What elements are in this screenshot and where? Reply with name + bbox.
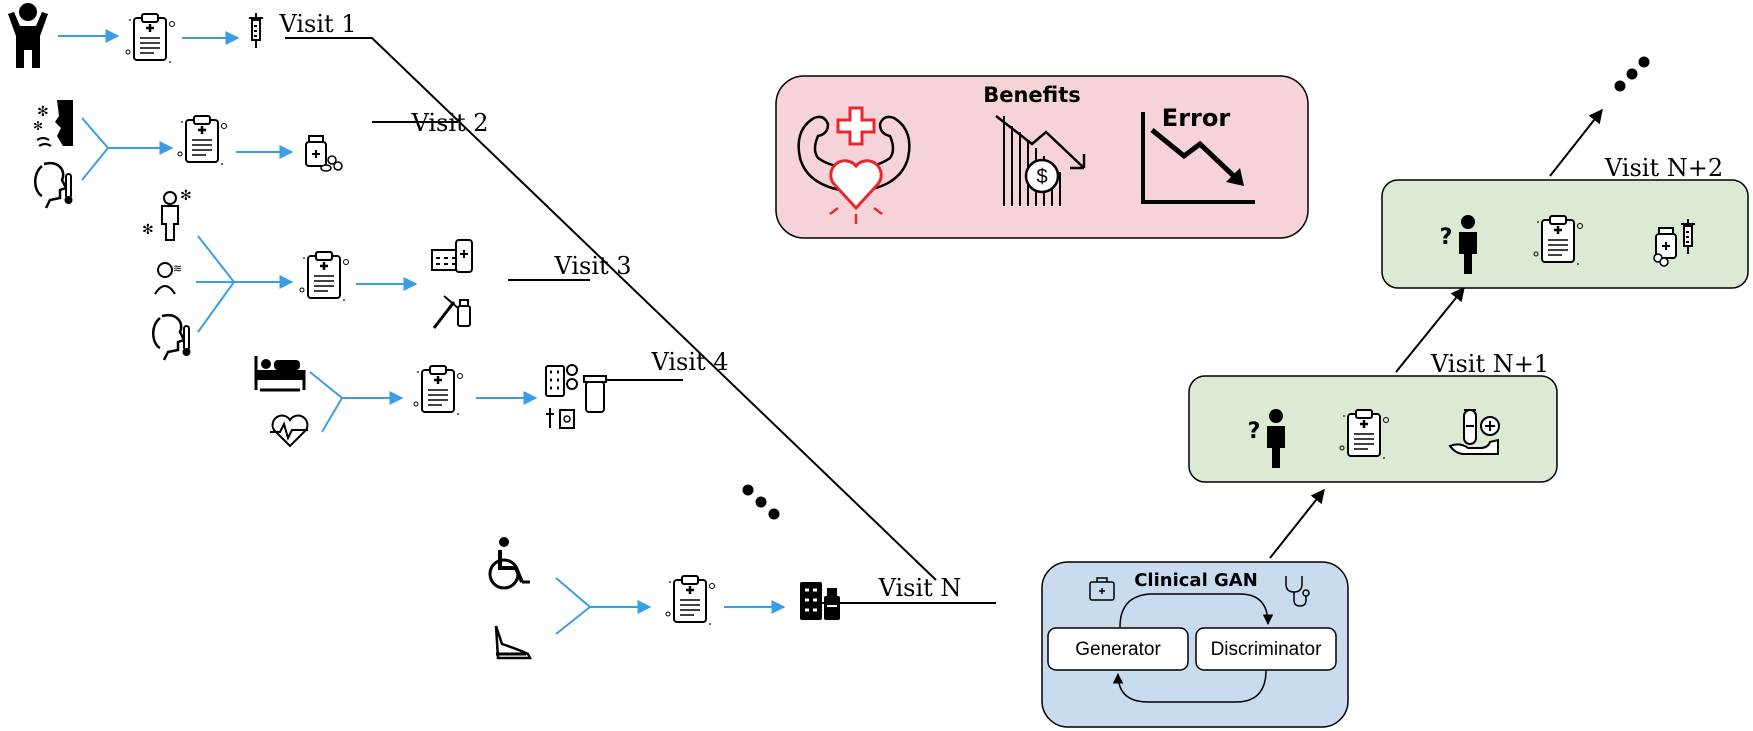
child-icon <box>8 3 48 68</box>
visit-1-row <box>8 3 264 68</box>
hospital-bed-icon <box>254 356 306 392</box>
visit-2-row: ✻ ✻ <box>33 100 343 210</box>
discriminator-label: Discriminator <box>1211 639 1323 660</box>
visit-n-label: Visit N <box>878 574 962 602</box>
benefits-title: Benefits <box>983 83 1081 107</box>
visit-n2-label: Visit N+2 <box>1604 154 1723 182</box>
wheelchair-icon <box>488 537 530 590</box>
svg-text:✻: ✻ <box>142 221 154 237</box>
unknown-patient-icon: ? <box>1440 215 1477 274</box>
injection-icon <box>432 295 471 329</box>
shoe-icon <box>494 625 533 660</box>
cough-icon: ≋ <box>154 262 182 295</box>
medical-bag-icon <box>1089 577 1115 601</box>
lab-test-icon <box>1448 409 1500 455</box>
svg-text:✻: ✻ <box>180 187 192 203</box>
visit-4-row <box>254 356 607 448</box>
visit-n-row <box>488 537 840 660</box>
svg-text:✻: ✻ <box>33 119 43 133</box>
visit-3-row: ✻ ✻ ≋ <box>142 187 473 362</box>
heartbeat-icon <box>270 414 309 448</box>
svg-text:✻: ✻ <box>37 103 49 119</box>
medicine-icon <box>305 135 343 172</box>
visit-n2-panel: ? <box>1381 179 1749 289</box>
medication-box-icon <box>431 239 473 273</box>
continuation-dots <box>1614 56 1650 92</box>
visit-4-label: Visit 4 <box>650 348 728 376</box>
chills-icon: ✻ ✻ <box>142 187 192 241</box>
clinical-gan-panel: Clinical GAN Generator Discriminator <box>1041 561 1349 728</box>
syringe-icon <box>248 12 264 49</box>
unknown-patient-icon: ? <box>1248 409 1285 468</box>
svg-text:≋: ≋ <box>173 263 182 275</box>
fever-icon <box>151 313 192 362</box>
benefits-panel: Benefits $ Error <box>775 75 1309 239</box>
svg-text:$: $ <box>1036 166 1047 188</box>
clinical-gan-title: Clinical GAN <box>1134 570 1258 591</box>
strong-heart-icon <box>797 106 911 224</box>
fever-icon <box>33 161 74 210</box>
error-chart-icon: Error <box>1141 104 1255 204</box>
medicine-syringe-icon <box>1653 218 1696 267</box>
error-label: Error <box>1162 104 1231 132</box>
ellipsis-dots <box>742 484 780 520</box>
cost-down-icon: $ <box>995 115 1086 206</box>
clipboard-icon <box>124 12 176 65</box>
clipboard-icon <box>412 364 464 417</box>
generator-label: Generator <box>1075 639 1161 660</box>
unknown-mark: ? <box>1440 225 1453 250</box>
visit-3-label: Visit 3 <box>553 252 631 280</box>
clipboard-icon <box>664 574 716 627</box>
unknown-mark: ? <box>1248 419 1261 444</box>
visit-2-label: Visit 2 <box>410 109 488 137</box>
clipboard-icon <box>298 250 350 303</box>
pills-bottle-icon <box>800 582 840 620</box>
medication-set-icon <box>545 364 607 429</box>
visit-1-label: Visit 1 <box>278 10 356 38</box>
visit-n1-panel: ? <box>1188 375 1558 483</box>
stethoscope-icon <box>1285 576 1310 607</box>
sneeze-icon: ✻ ✻ <box>33 100 73 147</box>
visit-n1-label: Visit N+1 <box>1430 350 1549 378</box>
clipboard-icon <box>176 114 228 167</box>
